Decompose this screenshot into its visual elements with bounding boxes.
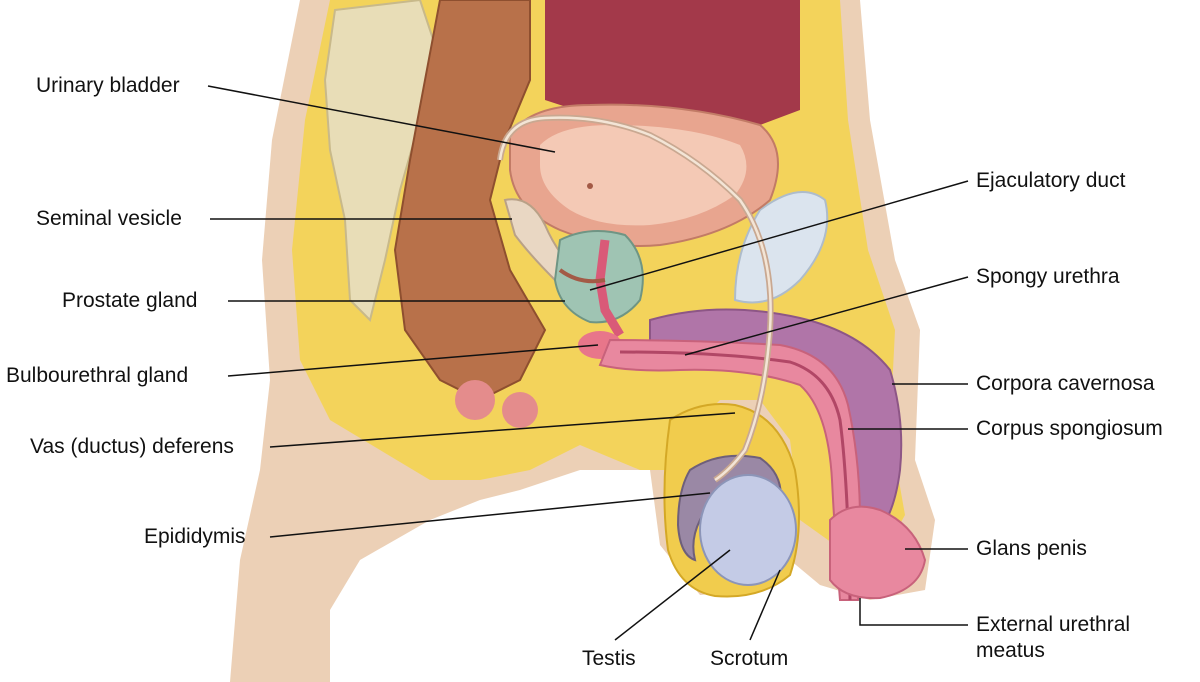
leader-spongy-urethra [684,276,969,356]
leader-urinary-bladder [207,85,556,153]
label-corpus-spongiosum: Corpus spongiosum [976,417,1163,440]
anal-sphincter [502,392,538,428]
label-urinary-bladder: Urinary bladder [36,74,180,97]
label-external-urethral-meatus-line1: External urethral [976,613,1131,636]
leader-ejaculatory-duct [589,180,969,291]
rectum [393,0,547,402]
label-corpora-cavernosa: Corpora cavernosa [976,372,1155,395]
intestine [545,0,800,125]
ureter-opening [587,183,593,189]
label-ejaculatory-duct: Ejaculatory duct [976,169,1126,192]
label-glans-penis: Glans penis [976,537,1087,560]
testis [699,474,797,586]
label-bulbourethral-gland: Bulbourethral gland [6,364,189,387]
pubic-cartilage [733,191,829,304]
leader-external-urethral-meatus [859,598,968,626]
ejaculatory-duct [558,268,606,284]
leader-lines [207,85,969,641]
corpus-spongiosum [598,338,862,601]
leader-vas-deferens [269,412,736,448]
leader-bulbourethral-gland [227,344,599,377]
glans-penis [829,505,927,600]
prostatic-urethra [595,239,624,338]
label-epididymis: Epididymis [144,525,246,548]
label-prostate-gland: Prostate gland [62,289,198,312]
anus-tissue [455,380,495,420]
leader-testis [614,549,731,641]
label-external-urethral-meatus-line2: meatus [976,639,1045,662]
leader-epididymis [269,492,711,538]
spongy-urethra [619,350,852,601]
vas-deferens-inner [498,116,772,482]
label-spongy-urethra: Spongy urethra [976,265,1120,288]
label-testis: Testis [582,647,636,670]
label-vas-deferens: Vas (ductus) deferens [30,435,234,458]
label-seminal-vesicle: Seminal vesicle [36,207,182,230]
label-scrotum: Scrotum [710,647,789,670]
leader-scrotum [749,569,781,641]
bladder-lumen [540,125,747,226]
